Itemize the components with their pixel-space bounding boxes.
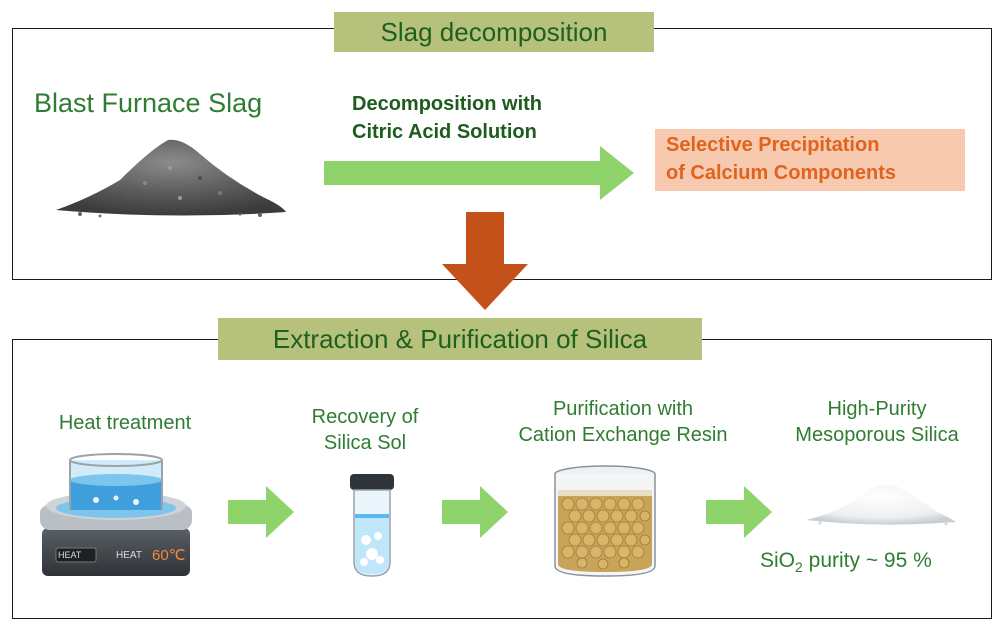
slag-pile-image [56,139,286,218]
sio2-purity-label: SiO2 purity ~ 95 % [760,549,932,575]
mesoporous-silica-pile-image [806,485,956,526]
blast-furnace-slag-label: Blast Furnace Slag [34,88,263,118]
hotplate-display-mid: HEAT [116,550,142,561]
slag-decomposition-banner: Slag decomposition [334,12,654,52]
silica-extraction-banner: Extraction & Purification of Silica [218,318,702,360]
cation-exchange-resin-beaker-image [554,465,656,577]
calcium-precipitation-label-line2: of Calcium Components [666,162,897,184]
decomposition-label-line2: Citric Acid Solution [352,121,537,143]
heat-treatment-label: Heat treatment [20,410,230,436]
sio2-prefix: SiO [760,549,796,572]
calcium-precipitation-label-line1: Selective Precipitation [666,134,880,156]
heat-treatment-label-line1: Heat treatment [58,412,192,434]
hotplate-display-left: HEAT [58,550,82,560]
sio2-purity-suffix: purity ~ 95 % [802,549,932,572]
sio2-subscript: 2 [795,559,803,576]
step-arrow-3 [706,486,772,538]
purification-label-line1: Purification with [552,398,694,420]
calcium-precipitation-box [655,129,965,191]
silica-sol-label-line2: Silica Sol [323,432,407,454]
decomposition-label-line1: Decomposition with [352,93,542,115]
mesoporous-silica-label-line1: High-Purity [827,398,927,420]
purification-label: Purification with Cation Exchange Resin [488,396,758,448]
transition-arrow [442,212,528,310]
step-arrow-2 [442,486,508,538]
silica-sol-label: Recovery of Silica Sol [270,404,460,456]
hotplate-temperature-display: 60℃ [152,547,186,564]
mesoporous-silica-label: High-Purity Mesoporous Silica [772,396,982,448]
purification-label-line2: Cation Exchange Resin [518,424,728,446]
step-arrow-1 [228,486,294,538]
silica-sol-tube-image [350,474,394,577]
hotplate-beaker-image [40,453,192,576]
mesoporous-silica-label-line2: Mesoporous Silica [795,424,959,446]
process-arrow [324,146,634,200]
silica-sol-label-line1: Recovery of [311,406,419,428]
